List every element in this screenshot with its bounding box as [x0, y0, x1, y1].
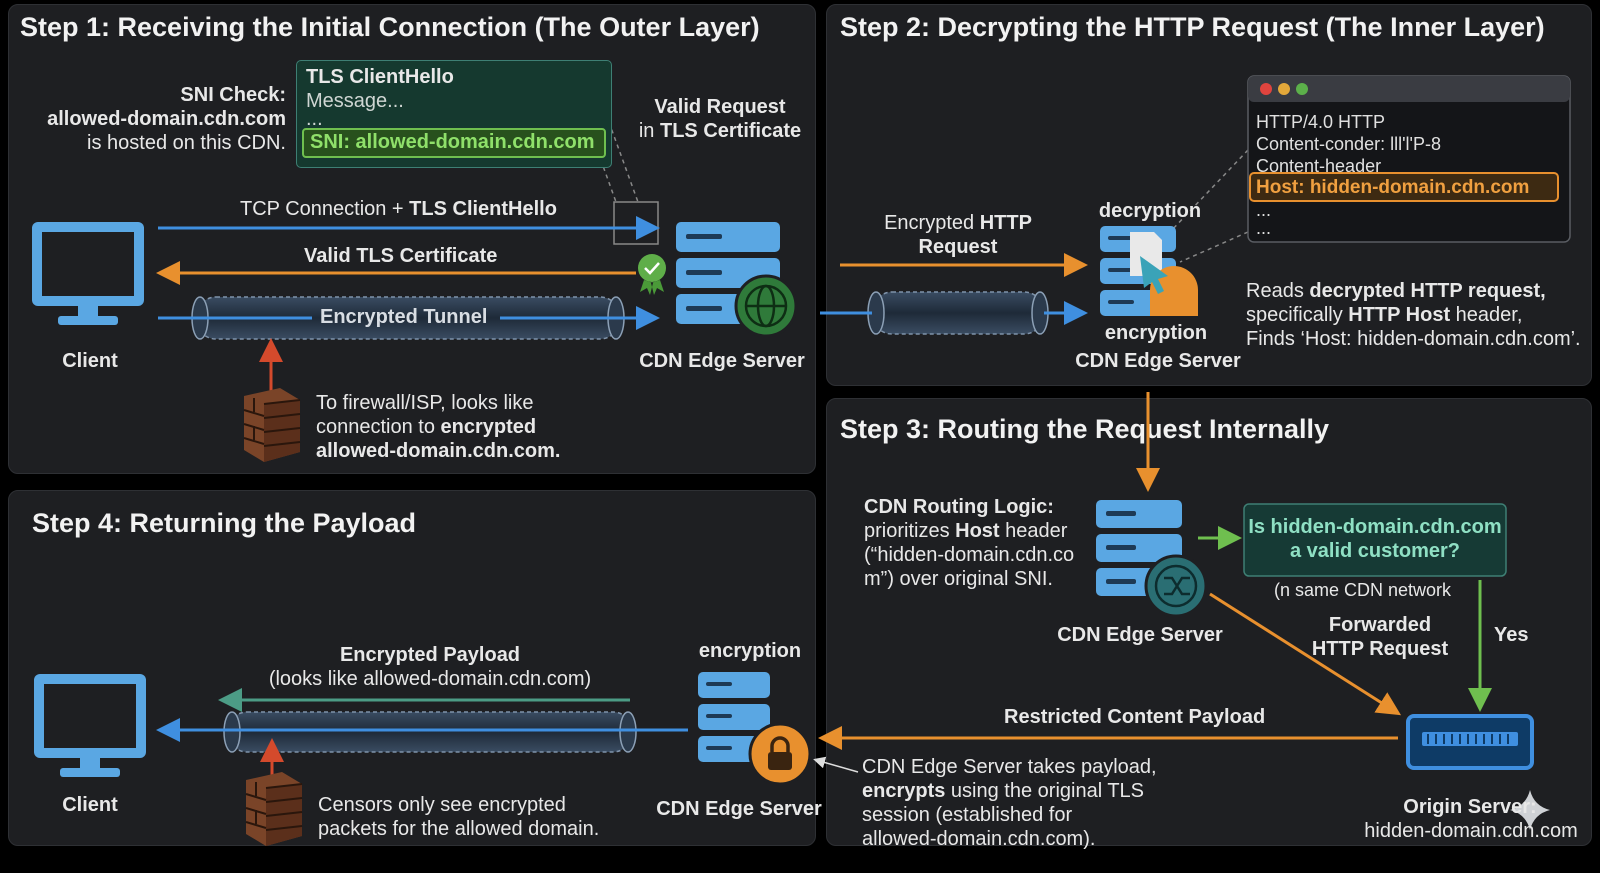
- firewall-note-line3: allowed-domain.cdn.com.: [316, 440, 561, 462]
- routing-header: header: [999, 520, 1068, 542]
- censors-line2: packets for the allowed domain.: [318, 818, 600, 840]
- step4-server-label: CDN Edge Server: [656, 798, 822, 820]
- step1-title: Step 1: Receiving the Initial Connection…: [20, 12, 760, 42]
- encrypted-http-request-line1: Encrypted HTTP: [860, 212, 1056, 236]
- origin-server-domain: hidden-domain.cdn.com: [1364, 820, 1578, 842]
- firewall-note-line1: To firewall/ISP, looks like: [316, 392, 534, 414]
- valid-request-cert: TLS Certificate: [659, 120, 802, 142]
- encrypts-word: encrypts: [862, 780, 946, 802]
- routing-host: Host: [955, 520, 1000, 542]
- step3-panel: [826, 398, 1592, 846]
- http-line3: Content-header: [1256, 156, 1382, 176]
- reads-line1: Reads decrypted HTTP request,: [1246, 280, 1546, 304]
- valid-cert-label: Valid TLS Certificate: [304, 245, 498, 267]
- origin-server-label: Origin Server:: [1403, 796, 1537, 818]
- forwarded-line2: HTTP Request: [1311, 638, 1449, 660]
- forwarded-line1: Forwarded: [1328, 614, 1432, 636]
- reads-host: HTTP Host: [1348, 304, 1451, 326]
- valid-customer-question-line2: a valid customer?: [1289, 540, 1461, 562]
- sni-check-hosted: is hosted on this CDN.: [87, 132, 286, 154]
- takes-payload-line1: CDN Edge Server takes payload,: [862, 756, 1157, 778]
- reads-decrypted: decrypted HTTP request,: [1309, 280, 1546, 302]
- client-label: Client: [62, 350, 118, 372]
- step4-encryption-label: encryption: [698, 640, 802, 662]
- sni-value: SNI: allowed-domain.cdn.com: [310, 131, 595, 153]
- encrypted-tunnel-label: Encrypted Tunnel: [320, 306, 488, 328]
- http-host-line: Host: hidden-domain.cdn.com: [1256, 177, 1530, 198]
- step2-server-label: CDN Edge Server: [1075, 350, 1241, 372]
- step3-server-label: CDN Edge Server: [1057, 624, 1223, 646]
- routing-logic-line3: (“hidden-domain.cdn.co: [864, 544, 1075, 566]
- sni-check-domain: allowed-domain.cdn.com: [47, 108, 286, 130]
- valid-request-line2: in TLS Certificate: [630, 120, 810, 144]
- encrypted-payload-note: (looks like allowed-domain.cdn.com): [268, 668, 592, 690]
- routing-logic-line2: prioritizes Host header: [864, 520, 1067, 544]
- yes-label: Yes: [1494, 624, 1529, 646]
- tcp-clienthello-text: TLS ClientHello: [409, 198, 557, 220]
- cdn-edge-server-label: CDN Edge Server: [639, 350, 805, 372]
- http-word: HTTP: [979, 212, 1032, 234]
- reads-word: Reads: [1246, 280, 1310, 302]
- step3-title: Step 3: Routing the Request Internally: [840, 414, 1330, 444]
- routing-logic-line4: m”) over original SNI.: [864, 568, 1053, 590]
- http-line6: ...: [1256, 218, 1272, 238]
- reads-line2: specifically HTTP Host header,: [1246, 304, 1522, 328]
- encrypted-http-request-line2: Request: [918, 236, 998, 258]
- http-line2: Content-conder: lll'l'P-8: [1256, 134, 1441, 154]
- same-network-note: (n same CDN network: [1274, 580, 1452, 600]
- valid-request-line1: Valid Request: [654, 96, 786, 118]
- clienthello-title: TLS ClientHello: [306, 66, 454, 88]
- valid-customer-question-line1: Is hidden-domain.cdn.com: [1248, 516, 1502, 538]
- firewall-note-encrypted: encrypted: [440, 416, 537, 438]
- firewall-note-connection: connection to: [316, 416, 441, 438]
- reads-header: header,: [1450, 304, 1523, 326]
- sni-check-label: SNI Check:: [180, 84, 286, 106]
- encryption-label: encryption: [1104, 322, 1208, 344]
- using-original-tls: using the original TLS: [945, 780, 1145, 802]
- clienthello-ellipsis: ...: [306, 108, 323, 130]
- step4-title: Step 4: Returning the Payload: [32, 508, 417, 538]
- decryption-label: decryption: [1098, 200, 1202, 222]
- step4-panel: [8, 490, 816, 846]
- encrypted-word: Encrypted: [884, 212, 980, 234]
- takes-payload-line2: encrypts using the original TLS: [862, 780, 1144, 804]
- valid-request-in: in: [638, 120, 660, 142]
- tcp-connection-label: TCP Connection + TLS ClientHello: [240, 198, 557, 222]
- encrypted-payload-label: Encrypted Payload: [339, 644, 521, 666]
- step4-client-label: Client: [62, 794, 118, 816]
- reads-line3: Finds ‘Host: hidden-domain.cdn.com’.: [1246, 328, 1581, 350]
- takes-payload-line4: allowed-domain.cdn.com).: [862, 828, 1096, 850]
- clienthello-message: Message...: [306, 90, 404, 112]
- sni-highlight: [302, 128, 606, 158]
- censors-line1: Censors only see encrypted: [318, 794, 566, 816]
- routing-logic-title: CDN Routing Logic:: [864, 496, 1054, 518]
- takes-payload-line3: session (established for: [862, 804, 1073, 826]
- routing-prioritizes: prioritizes: [864, 520, 956, 542]
- http-line5: ...: [1256, 200, 1272, 220]
- reads-specifically: specifically: [1246, 304, 1349, 326]
- http-line1: HTTP/4.0 HTTP: [1256, 112, 1386, 132]
- firewall-note-line2: connection to encrypted: [316, 416, 536, 440]
- restricted-payload-label: Restricted Content Payload: [1004, 706, 1266, 728]
- step2-title: Step 2: Decrypting the HTTP Request (The…: [840, 12, 1545, 42]
- tcp-connection-text: TCP Connection +: [240, 198, 410, 220]
